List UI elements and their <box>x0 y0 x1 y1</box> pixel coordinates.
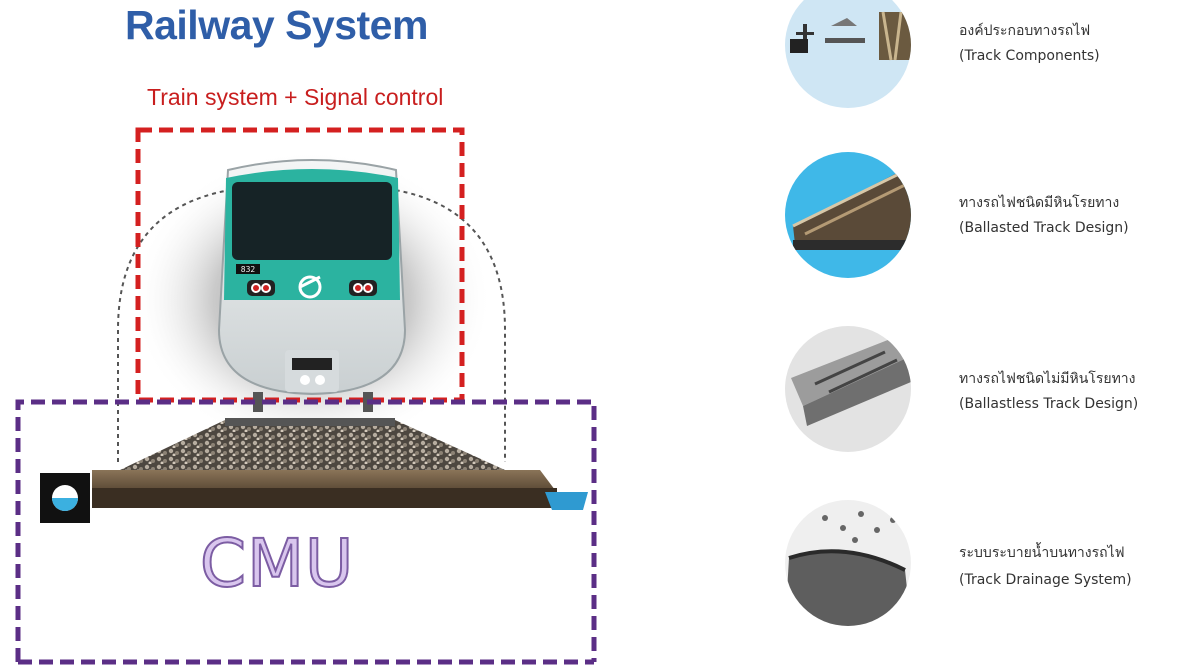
track-components-icon <box>785 0 911 108</box>
list-item-ballastless-track: ทางรถไฟชนิดไม่มีหินโรยทาง (Ballastless T… <box>785 326 1183 452</box>
train: 832 <box>217 159 407 412</box>
dotted-arch <box>117 189 506 462</box>
item-english-label: (Ballastless Track Design) <box>959 396 1139 412</box>
list-item-track-drainage: ระบบระบายน้ำบนทางรถไฟ (Track Drainage Sy… <box>785 500 1183 626</box>
list-item-ballasted-track: ทางรถไฟชนิดมีหินโรยทาง (Ballasted Track … <box>785 152 1183 278</box>
train-system-box <box>135 127 465 403</box>
item-thai-label: ทางรถไฟชนิดมีหินโรยทาง <box>959 195 1120 211</box>
cmu-box <box>15 399 597 662</box>
item-thai-label: ระบบระบายน้ำบนทางรถไฟ <box>959 545 1125 561</box>
cmu-label: CMU <box>199 524 355 603</box>
item-english-label: (Track Drainage System) <box>959 572 1132 588</box>
track-bed <box>92 418 588 510</box>
list-item-track-components: องค์ประกอบทางรถไฟ (Track Components) <box>785 0 1183 108</box>
item-english-label: (Ballasted Track Design) <box>959 220 1129 236</box>
item-thai-label: ทางรถไฟชนิดไม่มีหินโรยทาง <box>959 371 1136 387</box>
track-drainage-icon <box>785 500 911 626</box>
train-number: 832 <box>241 265 256 274</box>
item-english-label: (Track Components) <box>959 48 1100 64</box>
water-level-icon <box>40 473 90 523</box>
ballastless-track-icon <box>785 326 911 452</box>
page-title: Railway System <box>125 2 428 48</box>
subtitle: Train system + Signal control <box>147 84 444 110</box>
railway-diagram: 832 <box>15 127 597 665</box>
item-thai-label: องค์ประกอบทางรถไฟ <box>959 23 1091 39</box>
ballasted-track-icon <box>785 152 911 278</box>
